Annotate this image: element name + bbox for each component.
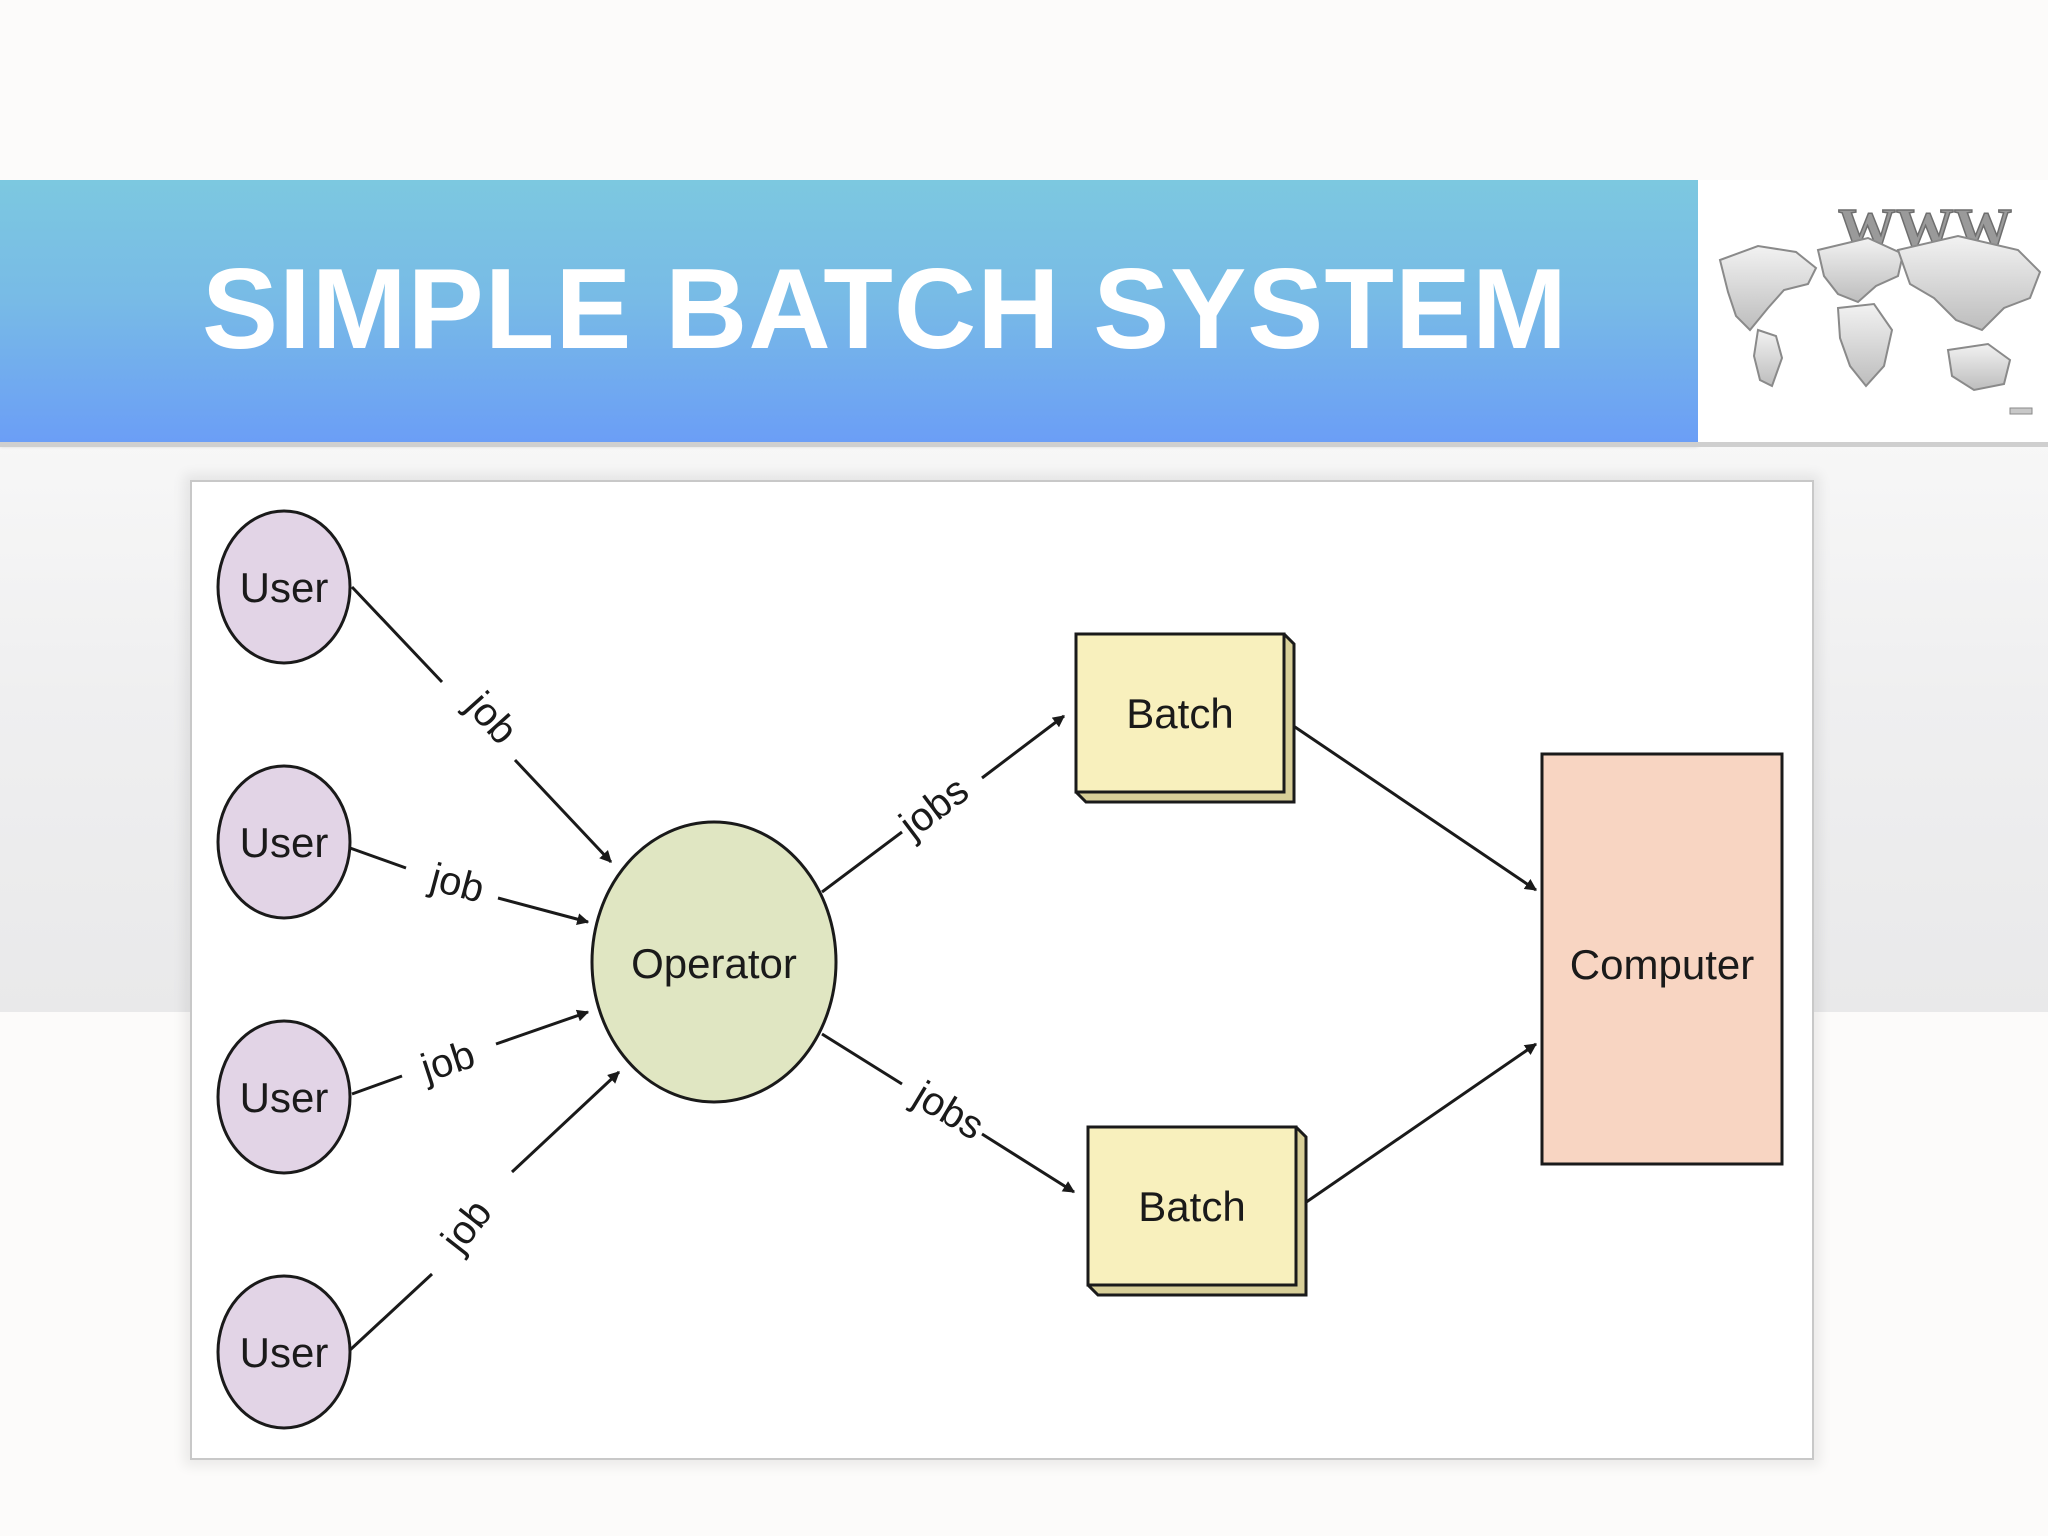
edge-user-3-to-operator: job [351, 1009, 590, 1096]
user-node-2: User [216, 764, 352, 920]
edge-batch-top-to-computer [1291, 723, 1537, 892]
edge-label-job: job [415, 1032, 480, 1091]
edge-label-job: job [457, 683, 526, 753]
user-node-label: User [240, 1074, 329, 1121]
title-divider [0, 442, 2048, 447]
computer-node-label: Computer [1570, 941, 1754, 988]
edge-user-1-to-operator: job [350, 585, 613, 864]
batch-system-diagram: job job job job jobs jobs [216, 509, 1784, 1430]
user-node-1: User [216, 509, 352, 665]
user-node-label: User [240, 1329, 329, 1376]
computer-node: Computer [1540, 752, 1784, 1166]
batch-node-top: Batch [1074, 632, 1296, 804]
user-node-4: User [216, 1274, 352, 1430]
user-node-label: User [240, 564, 329, 611]
user-node-label: User [240, 819, 329, 866]
edge-label-job: job [425, 855, 489, 912]
user-node-3: User [216, 1019, 352, 1175]
title-bar [0, 180, 1698, 442]
world-map-icon: WWW [1718, 195, 2042, 415]
edge-user-2-to-operator: job [349, 846, 590, 926]
edge-label-job: job [432, 1191, 500, 1261]
edge-label-jobs: jobs [905, 1073, 991, 1149]
operator-node: Operator [590, 820, 838, 1104]
diagram-frame: job job job job jobs jobs [190, 480, 1814, 1460]
world-map-logo: WWW [1698, 180, 2048, 442]
operator-node-label: Operator [631, 940, 797, 987]
edge-batch-bottom-to-computer [1301, 1042, 1537, 1207]
edge-operator-to-batch-top: jobs [821, 714, 1065, 894]
batch-node-bottom: Batch [1086, 1125, 1308, 1297]
slide-title: SIMPLE BATCH SYSTEM [202, 246, 1568, 373]
batch-node-label: Batch [1126, 690, 1233, 737]
edge-user-4-to-operator: job [348, 1070, 621, 1352]
edge-operator-to-batch-bottom: jobs [821, 1032, 1076, 1194]
batch-node-label: Batch [1138, 1183, 1245, 1230]
edge-label-jobs: jobs [891, 768, 977, 848]
